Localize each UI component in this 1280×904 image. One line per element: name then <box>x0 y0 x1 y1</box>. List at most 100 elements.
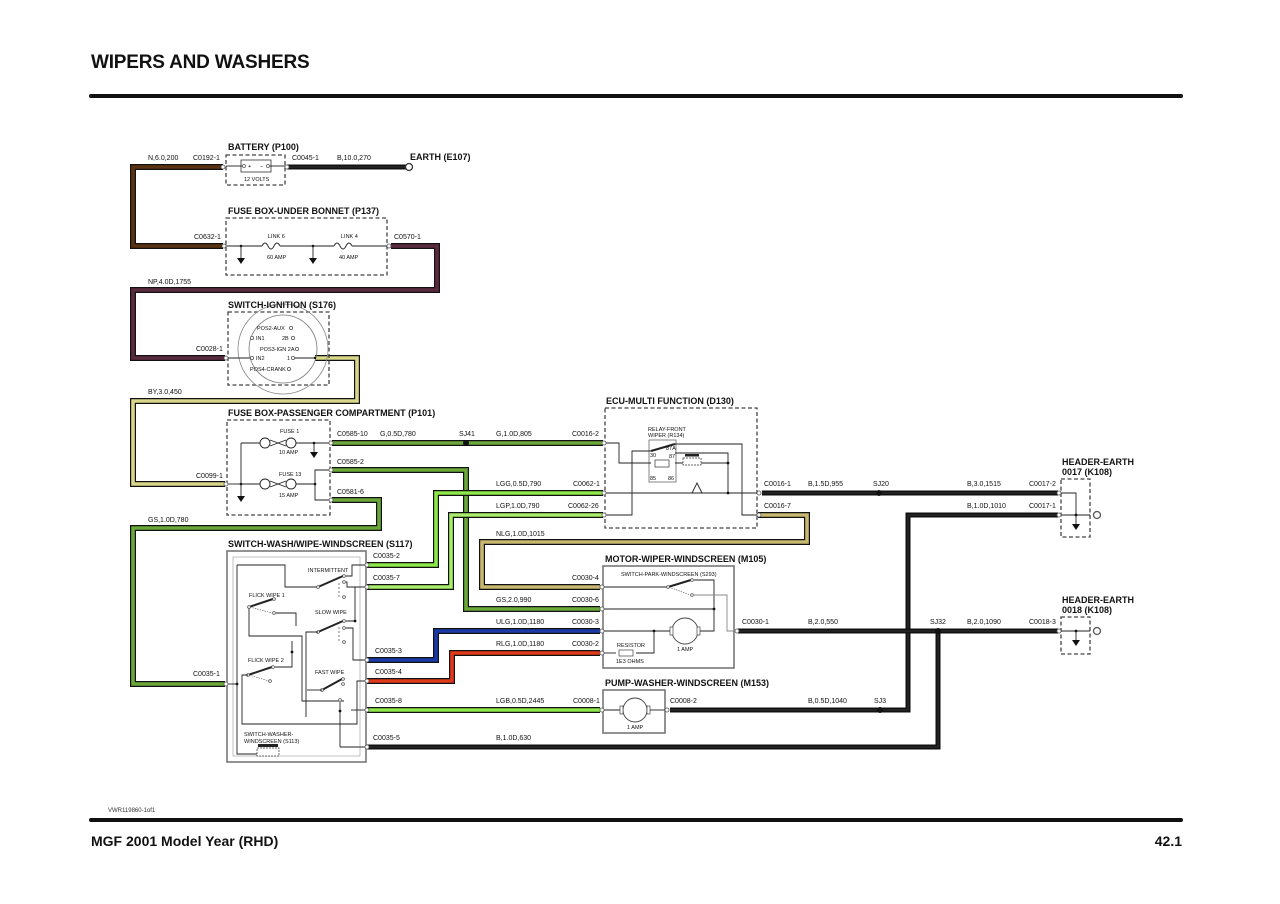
splice-sj41[interactable] <box>463 440 469 446</box>
battery-p100[interactable] <box>225 154 286 186</box>
pin-c0030-4[interactable] <box>599 584 605 590</box>
fusebox-passenger-p101[interactable] <box>226 419 331 516</box>
pin-c0018-3[interactable] <box>1056 628 1062 634</box>
label-c0035-7: C0035-7 <box>373 575 400 582</box>
label-c0028-1: C0028-1 <box>196 346 223 353</box>
pin-c0035-4[interactable] <box>364 678 370 684</box>
footer-rule <box>89 818 1183 822</box>
relay-label-1: RELAY-FRONT <box>648 427 687 433</box>
pin-c0035-2[interactable] <box>364 562 370 568</box>
pin-c0585-10[interactable] <box>328 440 334 446</box>
pin-c0017-1[interactable] <box>1056 512 1062 518</box>
wire-lgg-switch-ecu[interactable] <box>367 490 603 568</box>
label-c0035-1: C0035-1 <box>193 671 220 678</box>
label-c0017-2: C0017-2 <box>1029 481 1056 488</box>
pin-c0035-5[interactable] <box>364 744 370 750</box>
pin-c0017-2[interactable] <box>1056 490 1062 496</box>
pin-c0062-1[interactable] <box>601 490 607 496</box>
switch-ignition-s176[interactable] <box>227 303 330 395</box>
splice-sj20[interactable] <box>876 490 882 496</box>
label-c0570-1: C0570-1 <box>394 234 421 241</box>
wire-by-ignition-fusebox[interactable] <box>130 355 360 487</box>
wash-wipe-switch-title: SWITCH-WASH/WIPE-WINDSCREEN (S117) <box>228 539 413 549</box>
wiper-motor-rating: 1 AMP <box>677 647 694 653</box>
pin-c0062-26[interactable] <box>601 512 607 518</box>
pin-c0030-1[interactable] <box>734 628 740 634</box>
pin-c0016-2[interactable] <box>601 440 607 446</box>
splice-sj32[interactable] <box>935 628 941 634</box>
pin-c0030-3[interactable] <box>599 628 605 634</box>
ecu-multi-function-d130[interactable] <box>604 407 758 529</box>
pin-c0585-2[interactable] <box>328 467 334 473</box>
label-c0035-2: C0035-2 <box>373 553 400 560</box>
header-earth-0017[interactable] <box>1060 478 1102 538</box>
pin-c0581-6[interactable] <box>328 497 334 503</box>
pin-c0035-3[interactable] <box>364 657 370 663</box>
label-c0008-2: C0008-2 <box>670 698 697 705</box>
pin-c0632-1[interactable] <box>221 243 227 249</box>
washer-pump-title: PUMP-WASHER-WINDSCREEN (M153) <box>605 678 769 688</box>
relay-pin-87: 87 <box>669 454 675 460</box>
label-c0035-8: C0035-8 <box>375 698 402 705</box>
pin-c0570-1[interactable] <box>386 243 392 249</box>
header-rule <box>89 94 1183 98</box>
pin-c0192-1[interactable] <box>220 164 226 170</box>
wire-code-b550: B,2.0,550 <box>808 619 838 626</box>
wire-gs-fuse13-switch[interactable] <box>130 497 382 687</box>
wire-code-rlg: RLG,1.0D,1180 <box>496 641 544 648</box>
wire-nlg-ecu-motor[interactable] <box>479 512 810 590</box>
wire-np-fusebox-ignition[interactable] <box>130 243 440 361</box>
wire-b-header0017-sj3[interactable] <box>670 512 1058 713</box>
fusebox-under-bonnet-p137[interactable] <box>225 217 388 276</box>
label-c0030-6: C0030-6 <box>572 597 599 604</box>
pin-c0016-7[interactable] <box>756 512 762 518</box>
intermittent-label: INTERMITTENT <box>308 568 349 574</box>
label-c0017-1: C0017-1 <box>1029 503 1056 510</box>
wire-lgp-switch-ecu[interactable] <box>367 512 603 590</box>
motor-wiper-windscreen-m105[interactable] <box>602 565 738 669</box>
label-c0585-10: C0585-10 <box>337 431 368 438</box>
pin-c0008-1[interactable] <box>599 707 605 713</box>
wire-code-b1010: B,1.0D,1010 <box>967 503 1006 510</box>
splice-sj3-label: SJ3 <box>874 698 886 705</box>
washer-pump-rating: 1 AMP <box>627 725 644 731</box>
pin-c0035-7[interactable] <box>364 584 370 590</box>
wire-code-n60: N,6.0,200 <box>148 155 178 162</box>
ignition-pos3: POS3-IGN 2A <box>260 347 295 353</box>
header0018-title-2: 0018 (K108) <box>1062 605 1112 615</box>
pin-c0016-1[interactable] <box>756 490 762 496</box>
pin-c0045-1[interactable] <box>284 164 290 170</box>
washer-switch-label-2: WINDSCREEN (S113) <box>244 739 299 745</box>
fuse1-label: FUSE 1 <box>280 429 299 435</box>
wire-b-switch-earth[interactable] <box>367 631 941 750</box>
pin-c0035-8[interactable] <box>364 707 370 713</box>
label-c0585-2: C0585-2 <box>337 459 364 466</box>
pin-c0008-2[interactable] <box>664 707 670 713</box>
ground-icon <box>1072 640 1080 646</box>
label-c0016-2: C0016-2 <box>572 431 599 438</box>
header-earth-0018[interactable] <box>1060 616 1102 655</box>
fuse1-rating: 10 AMP <box>279 450 299 456</box>
fast-wipe-label: FAST WIPE <box>315 670 345 676</box>
relay-pin-85: 85 <box>650 476 656 482</box>
wire-code-ulg: ULG,1.0D,1180 <box>496 619 544 626</box>
wire-battery-positive[interactable] <box>130 164 223 249</box>
pin-c0035-1[interactable] <box>223 681 229 687</box>
splice-sj3[interactable] <box>877 707 883 713</box>
link6-rating: 60 AMP <box>267 255 287 261</box>
wire-rlg-switch-motor[interactable] <box>367 650 600 684</box>
pin-c0030-6[interactable] <box>599 606 605 612</box>
wire-ulg-switch-motor[interactable] <box>367 628 600 663</box>
pin-c0030-2[interactable] <box>599 650 605 656</box>
wire-gs-fuse13-motor[interactable] <box>332 467 600 612</box>
switch-wash-wipe-windscreen-s117[interactable] <box>226 550 367 763</box>
wire-code-b1515: B,3.0,1515 <box>967 481 1001 488</box>
wire-code-g05: G,0.5D,780 <box>380 431 416 438</box>
pin-c0099-1[interactable] <box>223 481 229 487</box>
label-c0035-3: C0035-3 <box>375 648 402 655</box>
fuse13-label: FUSE 13 <box>279 472 301 478</box>
pin-c0028-1[interactable] <box>223 355 229 361</box>
ignition-in1: IN1 <box>256 336 265 342</box>
label-c0016-1: C0016-1 <box>764 481 791 488</box>
header0018-title-1: HEADER-EARTH <box>1062 595 1134 605</box>
